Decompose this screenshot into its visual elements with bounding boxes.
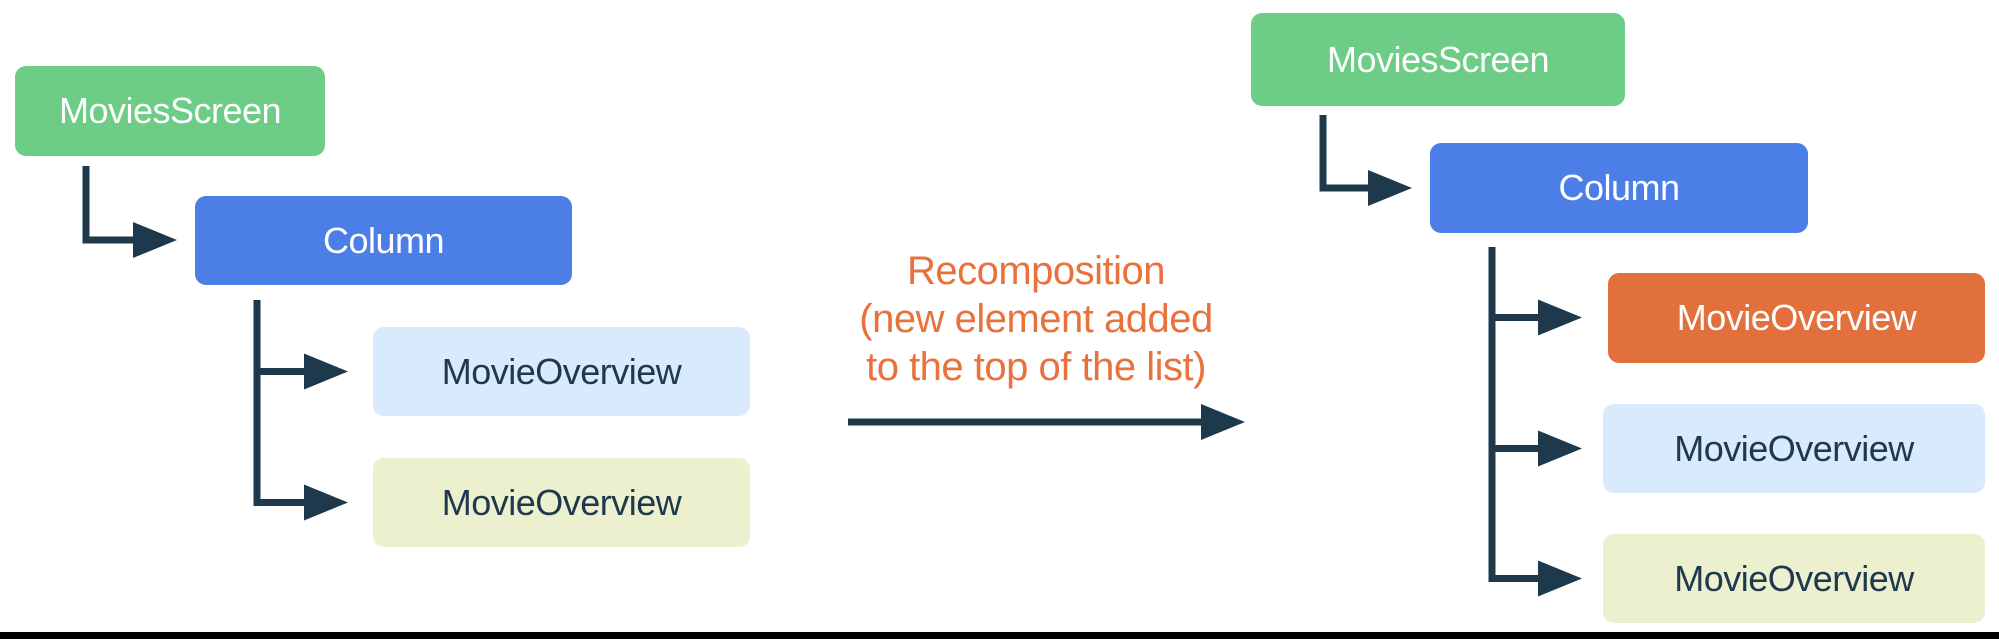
recomposition-arrowhead-icon xyxy=(1201,404,1245,440)
annotation-line-1: Recomposition xyxy=(906,249,1166,293)
right-movieoverview-label-2: MovieOverview xyxy=(1674,427,1914,469)
right-branch-3-arrowhead-icon xyxy=(1538,560,1582,597)
left-movieoverview-label-1: MovieOverview xyxy=(441,350,682,392)
recomposition-annotation: Recomposition (new element added to the … xyxy=(820,247,1252,391)
left-moviesscreen-node: MoviesScreen xyxy=(15,66,325,156)
right-root-to-column-connector xyxy=(1319,115,1368,192)
right-column-label: Column xyxy=(1558,167,1680,208)
left-moviesscreen-label: MoviesScreen xyxy=(58,90,282,131)
left-root-to-column-connector xyxy=(82,166,133,244)
right-column-node: Column xyxy=(1430,143,1808,233)
left-branch-2-arrowhead-icon xyxy=(304,484,348,521)
bottom-border xyxy=(0,632,1999,639)
right-moviesscreen-label: MoviesScreen xyxy=(1326,38,1550,80)
annotation-line-2: (new element added xyxy=(859,297,1213,341)
left-movieoverview-node-2: MovieOverview xyxy=(373,458,750,547)
left-movieoverview-label-2: MovieOverview xyxy=(441,481,682,523)
annotation-line-3: to the top of the list) xyxy=(866,345,1206,389)
right-branch-1-arrowhead-icon xyxy=(1538,299,1582,336)
right-movieoverview-node-new: MovieOverview xyxy=(1608,273,1985,363)
left-column-label: Column xyxy=(322,219,445,261)
left-branch-1-arrowhead-icon xyxy=(304,353,348,390)
right-movieoverview-label-new: MovieOverview xyxy=(1676,297,1917,338)
right-root-to-column-arrowhead-icon xyxy=(1368,170,1412,206)
left-column-node: Column xyxy=(195,196,572,285)
right-movieoverview-label-3: MovieOverview xyxy=(1674,557,1914,599)
right-movieoverview-node-2: MovieOverview xyxy=(1603,404,1985,493)
right-branch-2-arrowhead-icon xyxy=(1538,430,1582,467)
left-movieoverview-node-1: MovieOverview xyxy=(373,327,750,416)
right-movieoverview-node-3: MovieOverview xyxy=(1603,534,1985,623)
left-root-to-column-arrowhead-icon xyxy=(133,222,177,258)
right-moviesscreen-node: MoviesScreen xyxy=(1251,13,1625,106)
